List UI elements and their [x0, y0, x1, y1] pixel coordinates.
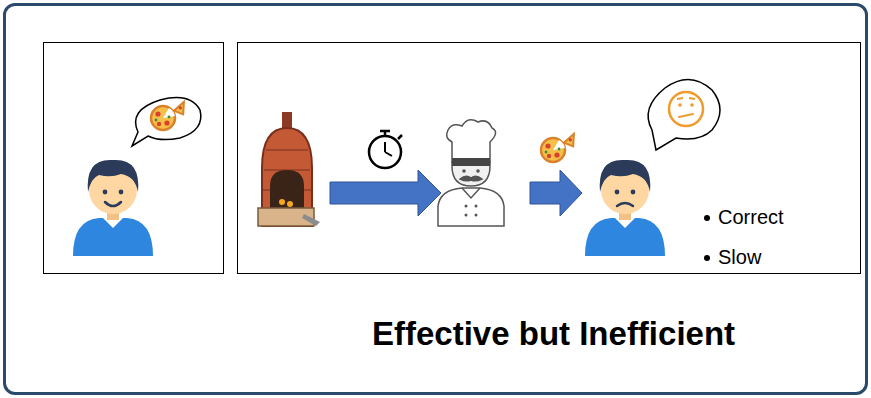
- caption: Effective but Inefficient: [372, 315, 735, 353]
- pizza: [541, 134, 577, 162]
- bullet-dot: [704, 215, 710, 221]
- oven: [258, 112, 320, 226]
- sad-person: [585, 160, 665, 256]
- left-frame: [44, 43, 224, 274]
- stopwatch: [369, 131, 402, 168]
- short-arrow: [530, 170, 582, 216]
- bullet-text: Slow: [718, 245, 761, 269]
- thought-bubble: [648, 79, 720, 150]
- long-arrow: [330, 170, 441, 216]
- happy-person: [73, 160, 153, 256]
- bullet-dot: [704, 255, 710, 261]
- panel-box: CorrectSlow: [237, 42, 861, 274]
- speech-bubble: [132, 98, 201, 146]
- bullet-text: Correct: [718, 205, 784, 229]
- chef: [438, 120, 504, 226]
